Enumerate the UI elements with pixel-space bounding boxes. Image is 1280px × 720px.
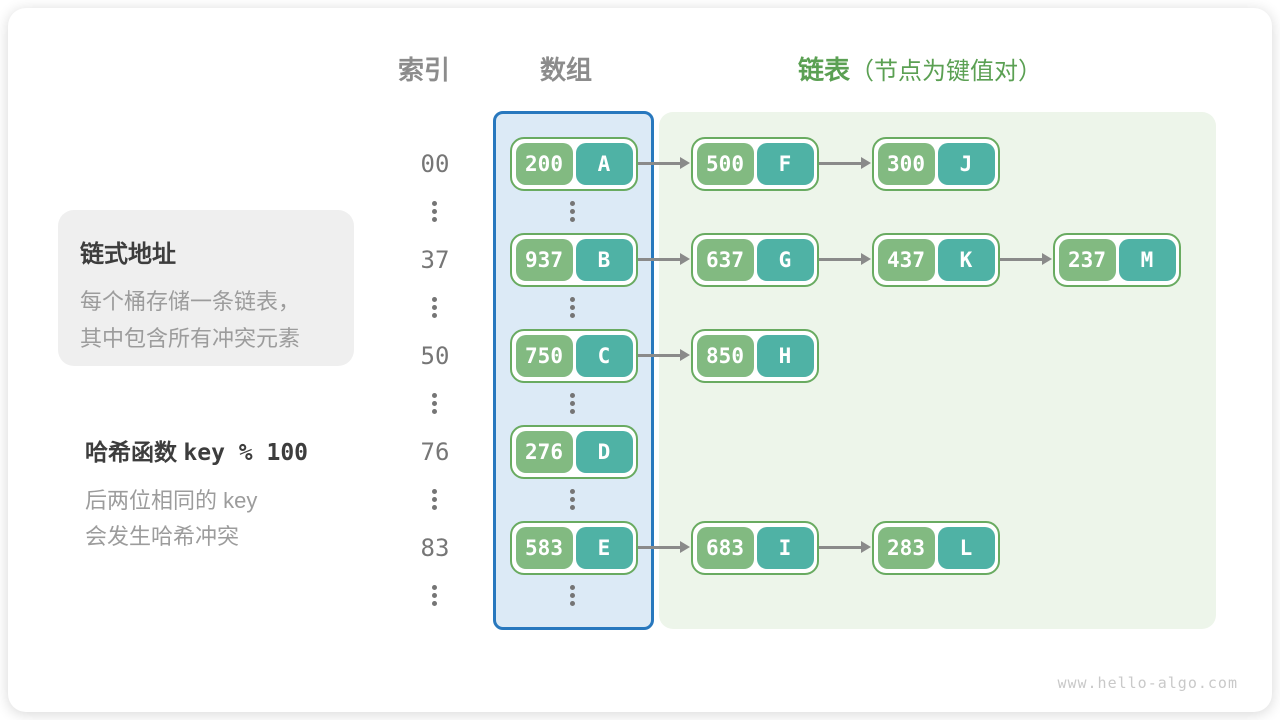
ellipsis-dots: [570, 393, 575, 414]
pair-key: 750: [515, 335, 573, 377]
bucket-index-label: 50: [420, 342, 450, 370]
hash-function-note: 哈希函数 key % 100 后两位相同的 key 会发生哈希冲突: [85, 433, 308, 555]
pair-value: C: [575, 335, 633, 377]
pair-value: G: [756, 239, 814, 281]
ellipsis-dots: [432, 201, 437, 222]
hash-function-title: 哈希函数 key % 100: [85, 433, 308, 467]
pair-value: D: [575, 431, 633, 473]
pair-value: K: [937, 239, 995, 281]
arrow-icon: [638, 253, 690, 265]
pair-key: 437: [877, 239, 935, 281]
arrow-icon: [819, 253, 871, 265]
pair-value: M: [1118, 239, 1176, 281]
pair-value: L: [937, 527, 995, 569]
pair-key: 200: [515, 143, 573, 185]
ellipsis-dots: [432, 585, 437, 606]
ellipsis-dots: [570, 297, 575, 318]
pair-value: B: [575, 239, 633, 281]
pair-key: 637: [696, 239, 754, 281]
arrow-icon: [819, 541, 871, 553]
arrow-icon: [638, 349, 690, 361]
hash-note-line: 后两位相同的 key: [85, 488, 258, 513]
info-box-line: 其中包含所有冲突元素: [80, 326, 301, 351]
column-header-index: 索引: [398, 55, 451, 85]
ellipsis-dots: [570, 489, 575, 510]
pair-key: 683: [696, 527, 754, 569]
pair-key: 300: [877, 143, 935, 185]
ellipsis-dots: [570, 585, 575, 606]
chaining-info-box: 链式地址 每个桶存储一条链表， 其中包含所有冲突元素: [58, 210, 354, 366]
pair-value: H: [756, 335, 814, 377]
pair-value: E: [575, 527, 633, 569]
ellipsis-dots: [432, 393, 437, 414]
pair-key: 937: [515, 239, 573, 281]
hash-note-line: 会发生哈希冲突: [85, 524, 240, 549]
column-header-array: 数组: [540, 55, 593, 85]
pair-key: 283: [877, 527, 935, 569]
ellipsis-dots: [432, 297, 437, 318]
bucket-index-label: 76: [420, 438, 450, 466]
linked-list-note: （节点为键值对）: [850, 58, 1043, 85]
pair-value: I: [756, 527, 814, 569]
pair-value: F: [756, 143, 814, 185]
arrow-icon: [638, 541, 690, 553]
ellipsis-dots: [432, 489, 437, 510]
ellipsis-dots: [570, 201, 575, 222]
bucket-index-label: 83: [420, 534, 450, 562]
info-box-title: 链式地址: [80, 241, 176, 268]
linked-list-label: 链表: [798, 55, 851, 85]
bucket-index-label: 00: [420, 150, 450, 178]
arrow-icon: [1000, 253, 1052, 265]
bucket-index-label: 37: [420, 246, 450, 274]
pair-value: A: [575, 143, 633, 185]
pair-key: 276: [515, 431, 573, 473]
column-header-linked-list: 链表（节点为键值对）: [798, 55, 1042, 87]
arrow-icon: [819, 157, 871, 169]
pair-key: 850: [696, 335, 754, 377]
arrow-icon: [638, 157, 690, 169]
pair-key: 500: [696, 143, 754, 185]
pair-value: J: [937, 143, 995, 185]
pair-key: 237: [1058, 239, 1116, 281]
info-box-line: 每个桶存储一条链表，: [80, 289, 301, 314]
watermark: www.hello-algo.com: [1057, 674, 1238, 692]
hash-function-label: 哈希函数: [85, 439, 177, 465]
pair-key: 583: [515, 527, 573, 569]
hash-function-formula: key % 100: [183, 440, 309, 466]
